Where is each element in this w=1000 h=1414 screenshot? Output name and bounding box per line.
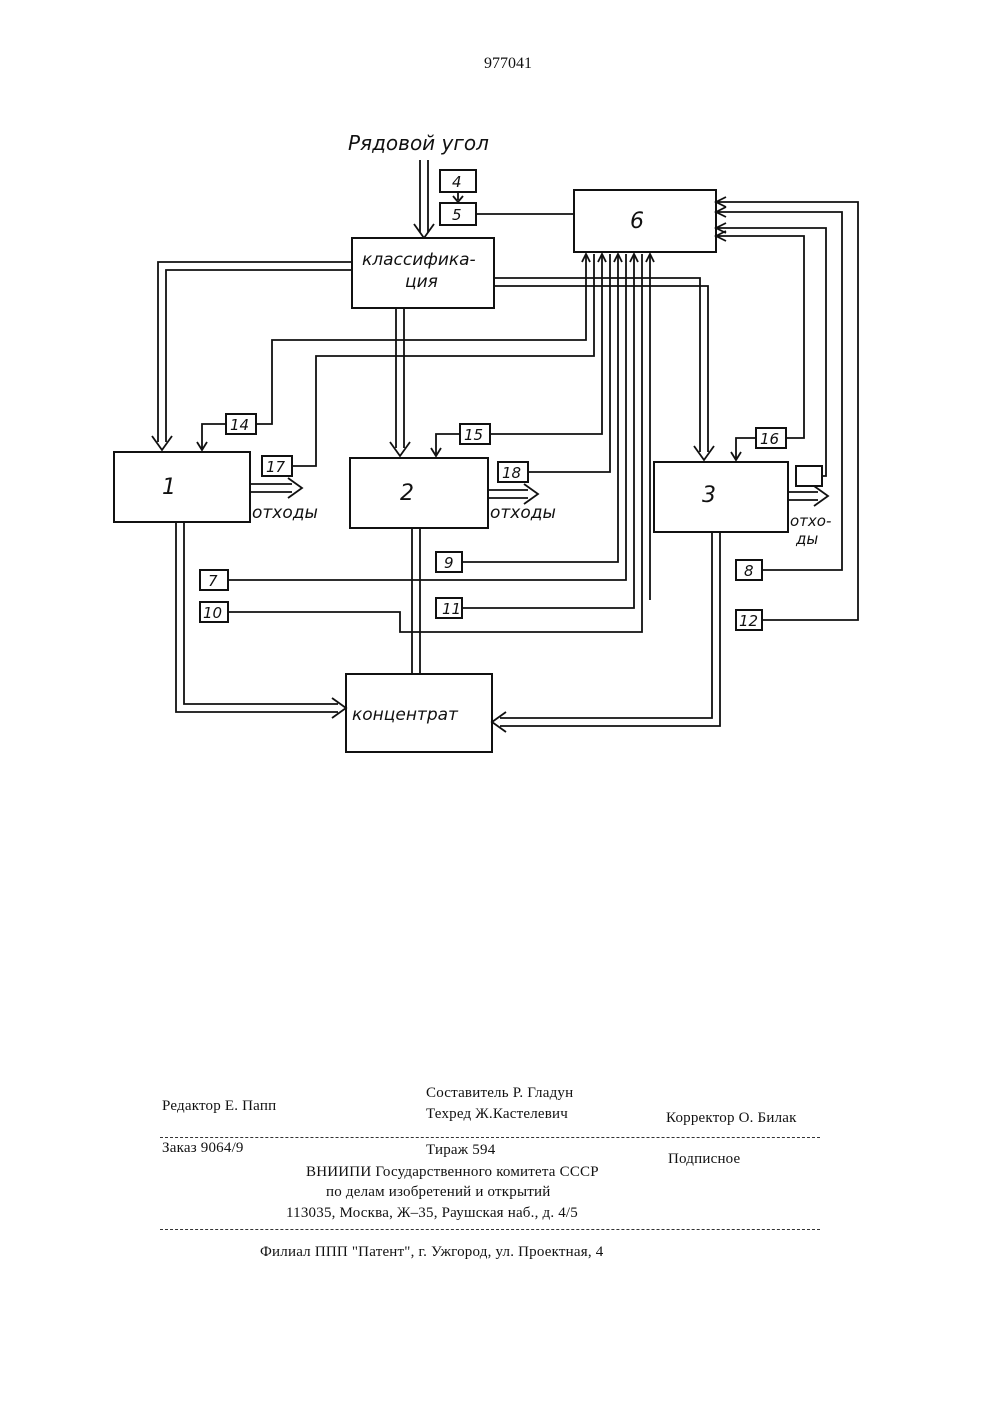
editor-line: Редактор Е. Папп	[162, 1098, 276, 1115]
sensor-17-label: 18	[502, 464, 521, 482]
org-line-3: 113035, Москва, Ж–35, Раушская наб., д. …	[286, 1205, 578, 1222]
subscription-line: Подписное	[668, 1151, 740, 1168]
rule-1	[160, 1137, 820, 1138]
block-1	[114, 452, 250, 522]
sensor-7-label: 7	[208, 572, 218, 590]
sensor-9-label: 8	[744, 562, 754, 580]
block-diagram: Рядовой угол 4 5 6 классифика- ция 1 2 3…	[0, 0, 1000, 820]
block-1-label: 1	[162, 475, 176, 500]
sensor-5-label: 5	[452, 206, 462, 224]
classification-label-1: классифика-	[362, 250, 476, 270]
org-line-2: по делам изобретений и открытий	[326, 1184, 550, 1201]
sensor-4-label: 4	[452, 173, 462, 191]
waste-label-1: отходы	[252, 503, 318, 523]
block-3-label: 3	[702, 483, 716, 508]
corrector-line: Корректор О. Билак	[666, 1110, 797, 1127]
techred-line: Техред Ж.Кастелевич	[426, 1106, 568, 1123]
sensor-8-label: 9	[444, 554, 454, 572]
waste-label-2: отходы	[490, 503, 556, 523]
sensor-13-label: 14	[230, 416, 249, 434]
sensor-18	[796, 466, 822, 486]
branch-line: Филиал ППП "Патент", г. Ужгород, ул. Про…	[260, 1244, 603, 1261]
block-2-label: 2	[400, 481, 414, 506]
sensor-10-label: 10	[203, 604, 222, 622]
sensor-11-label: 11	[442, 600, 461, 618]
order-line: Заказ 9064/9	[162, 1140, 244, 1157]
waste-label-3a: отхо-	[790, 512, 831, 530]
controller-label: 6	[630, 209, 644, 234]
sensor-14-label: 15	[464, 426, 483, 444]
block-2	[350, 458, 488, 528]
circulation-line: Тираж 594	[426, 1142, 495, 1159]
controller-block	[574, 190, 716, 252]
sensor-12-label: 12	[739, 612, 758, 630]
sensor-16-label: 17	[266, 458, 286, 476]
compiler-line: Составитель Р. Гладун	[426, 1085, 573, 1102]
rule-2	[160, 1229, 820, 1230]
block-3	[654, 462, 788, 532]
waste-label-3b: ды	[795, 530, 818, 548]
org-line-1: ВНИИПИ Государственного комитета СССР	[306, 1164, 599, 1181]
sensor-15-label: 16	[760, 430, 779, 448]
input-label: Рядовой угол	[348, 131, 489, 155]
concentrate-label: концентрат	[352, 705, 459, 725]
classification-label-2: ция	[405, 272, 438, 292]
